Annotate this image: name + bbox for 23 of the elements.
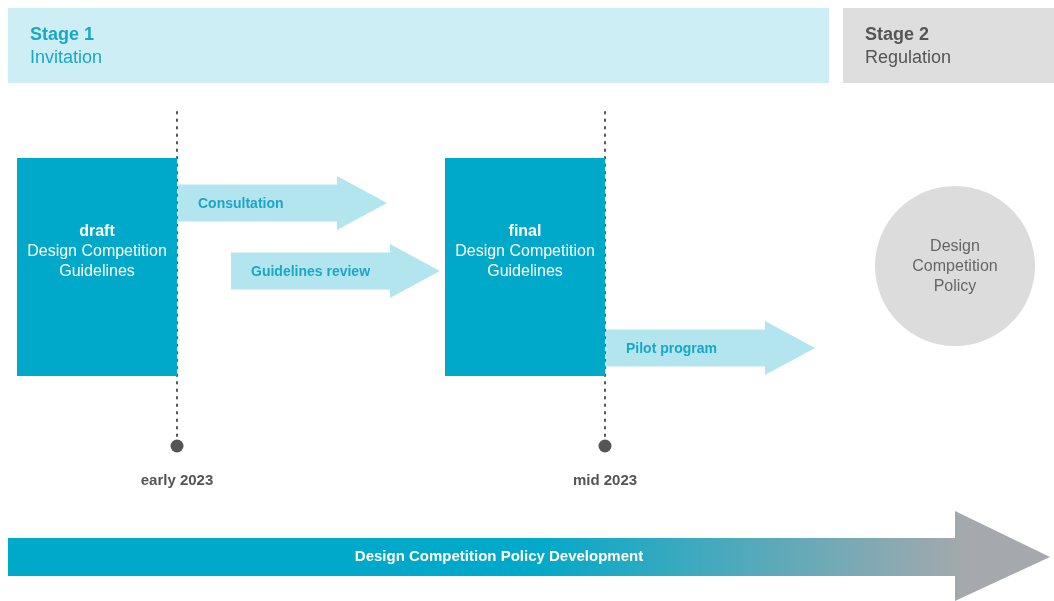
edge-label: Pilot program [626,339,717,357]
timeline-label: Design Competition Policy Development [354,546,644,566]
timeline-arrow [8,511,1050,601]
guidelines-box [17,158,177,376]
block-arrow [231,244,440,298]
box-heading: draft [79,221,115,241]
block-arrow [178,176,387,230]
stage-title: Stage 2 [865,23,930,46]
date-label: early 2023 [139,471,215,488]
stage-band [843,8,1054,83]
edge-label: Guidelines review [251,262,371,280]
box-text: Design Competition Guidelines [455,241,595,281]
box-text: Design Competition Guidelines [27,241,167,281]
circle-text: Design Competition Policy [911,236,999,296]
stage-title: Stage 1 [30,23,95,46]
edge-label: Consultation [198,194,284,212]
stage-name: Invitation [30,45,103,68]
stage-name: Regulation [865,45,952,68]
guidelines-box [445,158,605,376]
box-heading: final [508,221,542,241]
stage-band [8,8,829,83]
date-label: mid 2023 [571,471,639,488]
block-arrow [606,321,815,375]
